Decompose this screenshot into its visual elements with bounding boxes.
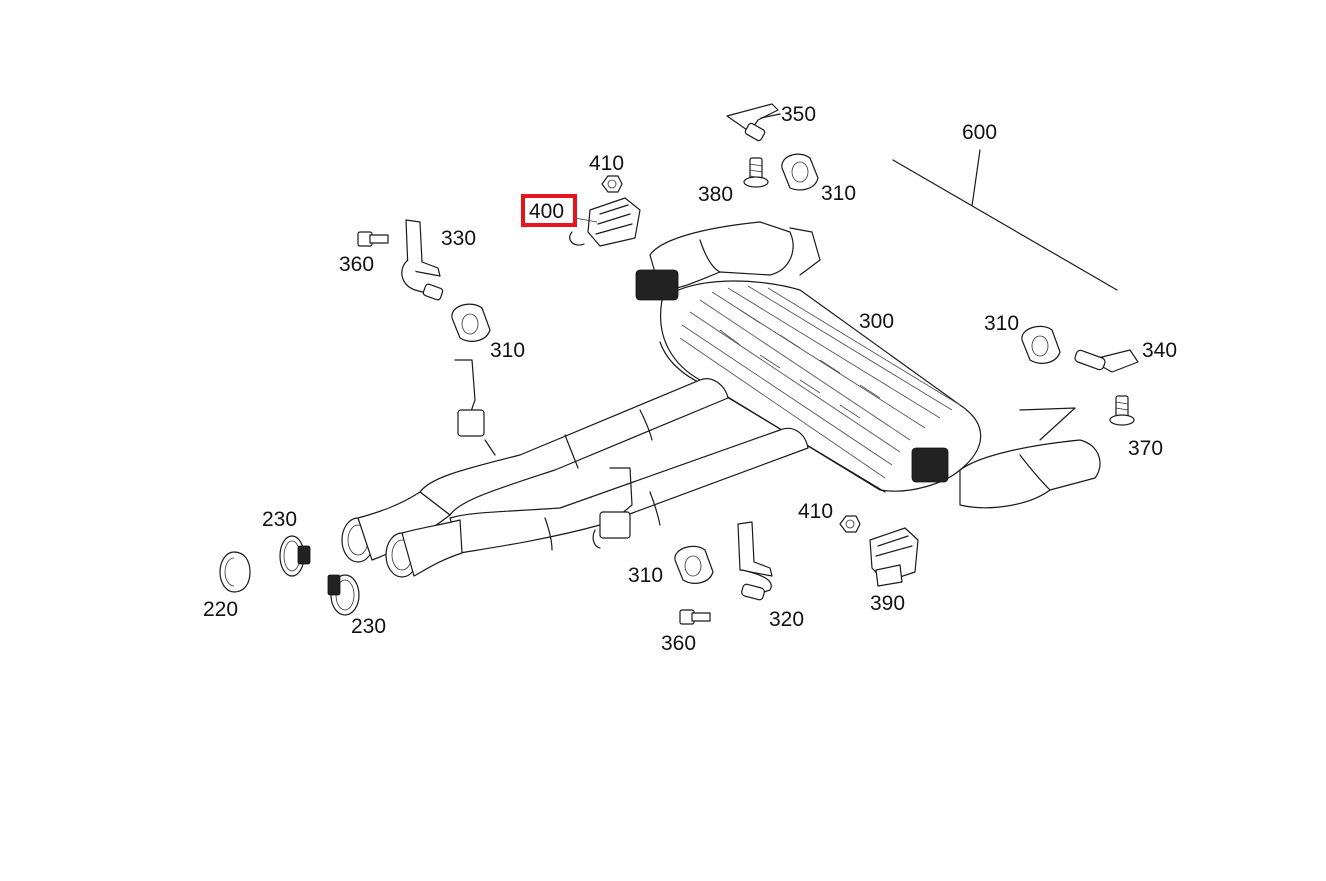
highlight-box-400 — [521, 194, 577, 227]
label-320[interactable]: 320 — [769, 608, 804, 631]
label-300[interactable]: 300 — [859, 310, 894, 333]
label-310-top[interactable]: 310 — [821, 182, 856, 205]
label-220[interactable]: 220 — [203, 598, 238, 621]
label-230-top[interactable]: 230 — [262, 508, 297, 531]
part-310-rubber-mount-top — [781, 153, 819, 191]
part-370-bolt — [1109, 395, 1135, 426]
label-600[interactable]: 600 — [962, 121, 997, 144]
part-310-rubber-mount-right — [1021, 325, 1061, 364]
part-330-hanger — [401, 219, 444, 301]
part-230-clamp-bottom — [327, 574, 360, 616]
label-340[interactable]: 340 — [1142, 339, 1177, 362]
part-390-actuator — [869, 527, 919, 587]
part-600-line — [892, 149, 1118, 291]
label-360-left[interactable]: 360 — [339, 253, 374, 276]
label-310-bottom[interactable]: 310 — [628, 564, 663, 587]
part-340-bracket — [1074, 349, 1139, 373]
label-370[interactable]: 370 — [1128, 437, 1163, 460]
part-310-rubber-mount-left — [451, 303, 491, 342]
label-330[interactable]: 330 — [441, 227, 476, 250]
part-320-hanger — [737, 521, 773, 601]
part-360-bolt-left — [357, 231, 389, 247]
rear-muffler-assembly — [341, 221, 1101, 578]
label-230-bottom[interactable]: 230 — [351, 615, 386, 638]
label-400[interactable]: 400 — [529, 200, 564, 223]
label-410-top[interactable]: 410 — [589, 152, 624, 175]
part-220-sleeve — [219, 551, 251, 593]
part-230-clamp-top — [279, 535, 311, 577]
part-410-nut-top — [601, 175, 623, 193]
label-350[interactable]: 350 — [781, 103, 816, 126]
part-360-bolt-bottom — [679, 609, 711, 625]
label-310-left[interactable]: 310 — [490, 339, 525, 362]
part-410-nut-bottom — [839, 515, 861, 533]
part-350-bracket — [726, 103, 781, 142]
part-380-bolt — [743, 157, 769, 188]
part-400-actuator — [569, 197, 641, 247]
label-380[interactable]: 380 — [698, 183, 733, 206]
label-360-bottom[interactable]: 360 — [661, 632, 696, 655]
label-310-right[interactable]: 310 — [984, 312, 1019, 335]
label-390[interactable]: 390 — [870, 592, 905, 615]
part-310-rubber-mount-bottom — [674, 545, 714, 584]
label-410-bottom[interactable]: 410 — [798, 500, 833, 523]
